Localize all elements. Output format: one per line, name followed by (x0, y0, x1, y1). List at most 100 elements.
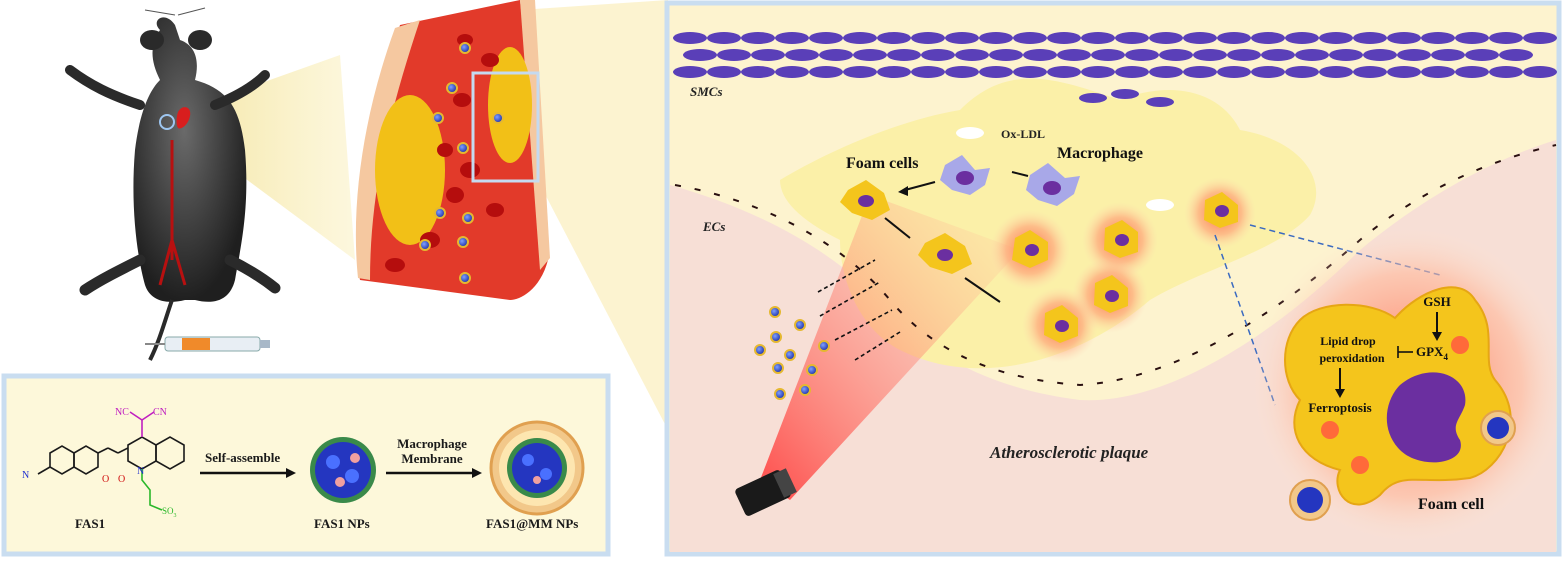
arrow (1011, 171, 1029, 177)
smc-cell (673, 66, 707, 78)
smc-cell (1183, 66, 1217, 78)
smc-cell (1159, 49, 1193, 61)
foam-cell-with-nps (918, 233, 972, 274)
macrophage-cell (1026, 163, 1080, 206)
smc-cell (1353, 32, 1387, 44)
smc-cell (1091, 49, 1125, 61)
arrowhead (472, 468, 482, 478)
smc-cell (707, 32, 741, 44)
foam-cells-label: Foam cells (846, 155, 918, 172)
smc-cell (1217, 32, 1251, 44)
smc-cell (1023, 49, 1057, 61)
smc-cell (809, 66, 843, 78)
smc-cell (955, 49, 989, 61)
smc-cell (1455, 66, 1489, 78)
lipid-drop-label: Lipid drop (1320, 334, 1376, 348)
lipid-droplet (1351, 456, 1369, 474)
smc-cell (911, 32, 945, 44)
atom-n-plus-label: N (137, 466, 144, 477)
blood-vessel-illustration (355, 0, 550, 300)
smc-cell (1013, 32, 1047, 44)
mm-np-in-cell (1480, 410, 1516, 446)
atom-so3-label: SO3 (162, 506, 177, 519)
compound-label: FAS1 (75, 516, 105, 531)
macrophage-membrane-label-2: Membrane (401, 451, 463, 466)
vessel-nanoparticles (419, 42, 504, 284)
spotlight-cone-right (520, 0, 668, 430)
smc-cell (1081, 32, 1115, 44)
smc-cell (1387, 66, 1421, 78)
smc-cell (911, 66, 945, 78)
fas1-nps-label: FAS1 NPs (314, 516, 370, 531)
macrophage-membrane-label-1: Macrophage (397, 436, 467, 451)
smc-cell (1125, 49, 1159, 61)
smc-cell (1465, 49, 1499, 61)
lipid-droplet (1321, 421, 1339, 439)
smc-cell (683, 49, 717, 61)
arrow (904, 181, 936, 191)
smc-cell (979, 32, 1013, 44)
smc-cell (785, 49, 819, 61)
syringe-icon (145, 336, 270, 352)
smc-cell (1489, 32, 1523, 44)
smc-cell (1363, 49, 1397, 61)
foam-cell-nucleus (1386, 372, 1466, 463)
smc-cell (1329, 49, 1363, 61)
arrowhead (1432, 332, 1442, 341)
smc-cell (1523, 66, 1557, 78)
smc-cell (1319, 32, 1353, 44)
smc-cell (1261, 49, 1295, 61)
foam-cell-small (840, 180, 890, 220)
light-source-icon (735, 468, 797, 516)
smc-cell (1251, 66, 1285, 78)
smc-cell (1295, 49, 1329, 61)
smc-cell (1397, 49, 1431, 61)
smc-cell (1057, 49, 1091, 61)
smc-cell (741, 32, 775, 44)
smc-cell (1079, 93, 1107, 103)
smc-cell (945, 32, 979, 44)
arrow (964, 277, 1001, 303)
arrowhead (1335, 389, 1345, 398)
smc-cell (1431, 49, 1465, 61)
arrowhead (898, 186, 908, 196)
smc-cell (1455, 32, 1489, 44)
lipid-vacuole (956, 127, 984, 139)
smc-cell (1111, 89, 1139, 99)
atom-o2-label: O (118, 474, 125, 485)
smc-cell (877, 66, 911, 78)
smc-cell (1523, 32, 1557, 44)
mouse-illustration (65, 7, 281, 361)
smc-cell (673, 32, 707, 44)
gpx4-label: GPX4 (1416, 344, 1448, 362)
fas1-mm-nps-label: FAS1@MM NPs (486, 516, 578, 531)
plaque-label: Atherosclerotic plaque (989, 443, 1149, 462)
smc-cell (775, 66, 809, 78)
arrow (884, 217, 911, 239)
smc-cell (979, 66, 1013, 78)
smc-cell (1285, 32, 1319, 44)
dashed-arrows (817, 259, 901, 361)
fas1-np-icon (310, 437, 376, 503)
smc-cell (921, 49, 955, 61)
smc-cell (887, 49, 921, 61)
glowing-foam-cells (990, 177, 1256, 363)
atom-nc-label: NC (115, 407, 129, 418)
smc-cell (843, 66, 877, 78)
smc-cell (1421, 66, 1455, 78)
smc-cell (1149, 66, 1183, 78)
arrowhead (286, 468, 296, 478)
gsh-label: GSH (1423, 294, 1450, 309)
smc-cell (1217, 66, 1251, 78)
smc-cell (1251, 32, 1285, 44)
self-assemble-label: Self-assemble (205, 450, 280, 465)
foam-cell-label: Foam cell (1418, 496, 1485, 513)
smc-cell (989, 49, 1023, 61)
fas1-structure (37, 411, 185, 511)
smc-cell (1115, 66, 1149, 78)
ecs-label: ECs (702, 219, 725, 234)
smc-cell (741, 66, 775, 78)
smc-cell (1285, 66, 1319, 78)
smc-cell (853, 49, 887, 61)
smc-cell (1047, 32, 1081, 44)
